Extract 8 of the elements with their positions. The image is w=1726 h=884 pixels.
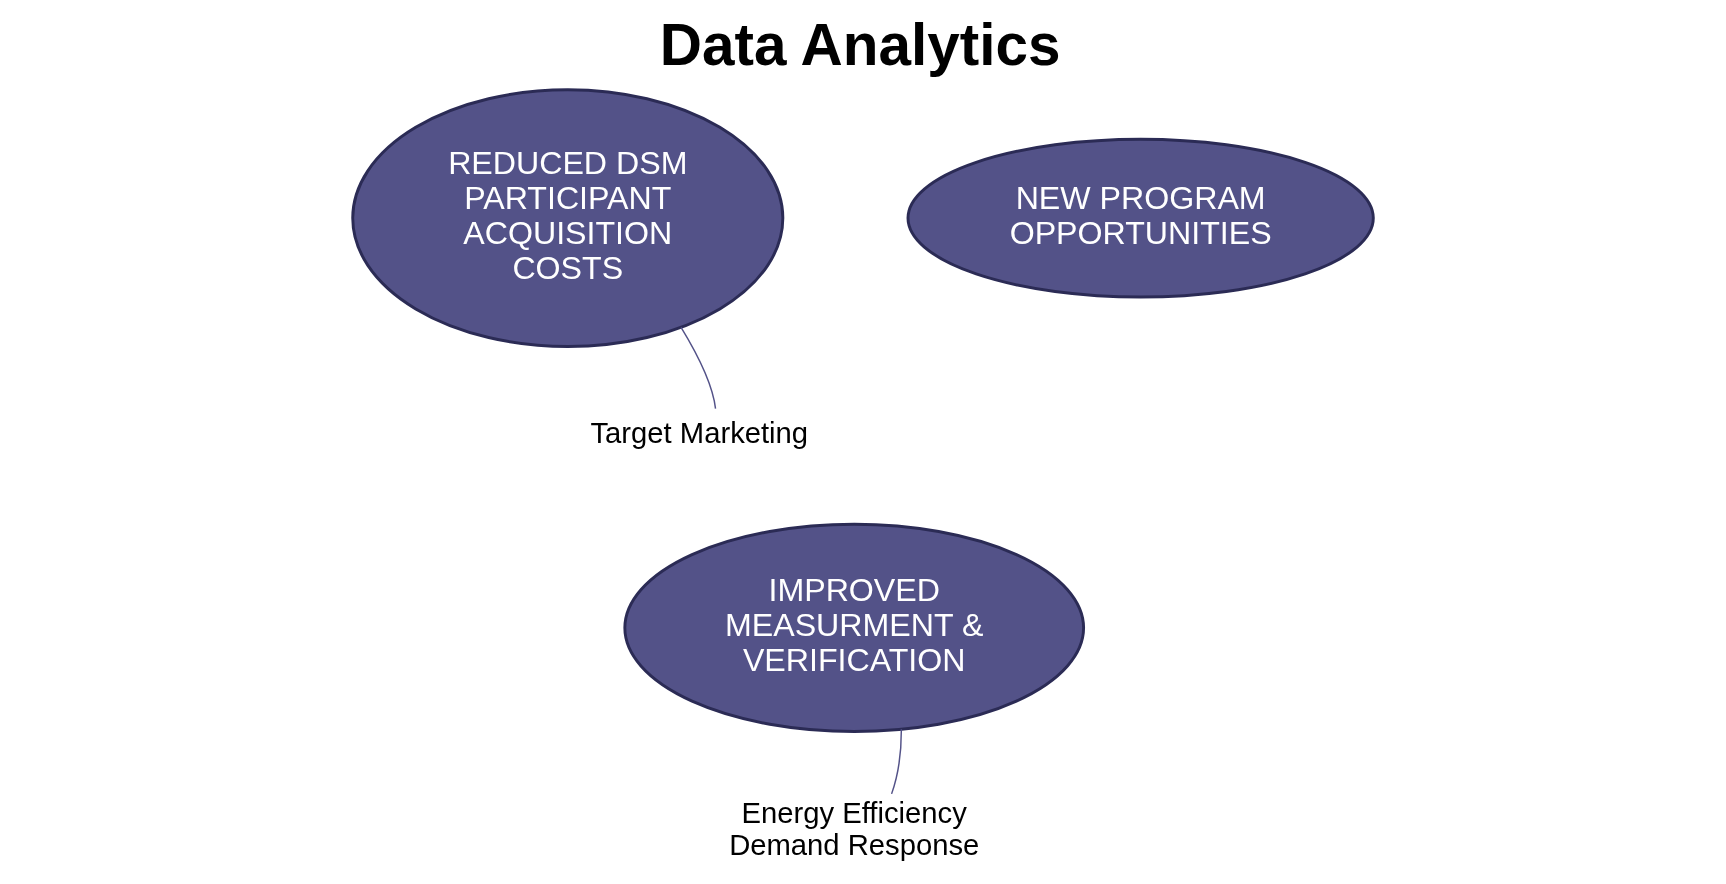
node-ellipse: NEW PROGRAM OPPORTUNITIES [906,137,1375,299]
node-text: Energy Efficiency Demand Response [729,797,980,862]
diagram-title: Data Analytics [659,12,1061,78]
node-ellipse: IMPROVED MEASURMENT & VERIFICATION [623,522,1086,733]
node-text: Target Marketing [590,416,809,449]
connector [680,326,717,410]
node-ellipse: REDUCED DSM PARTICIPANT ACQUISITION COSTS [351,88,785,348]
connector [890,728,903,795]
